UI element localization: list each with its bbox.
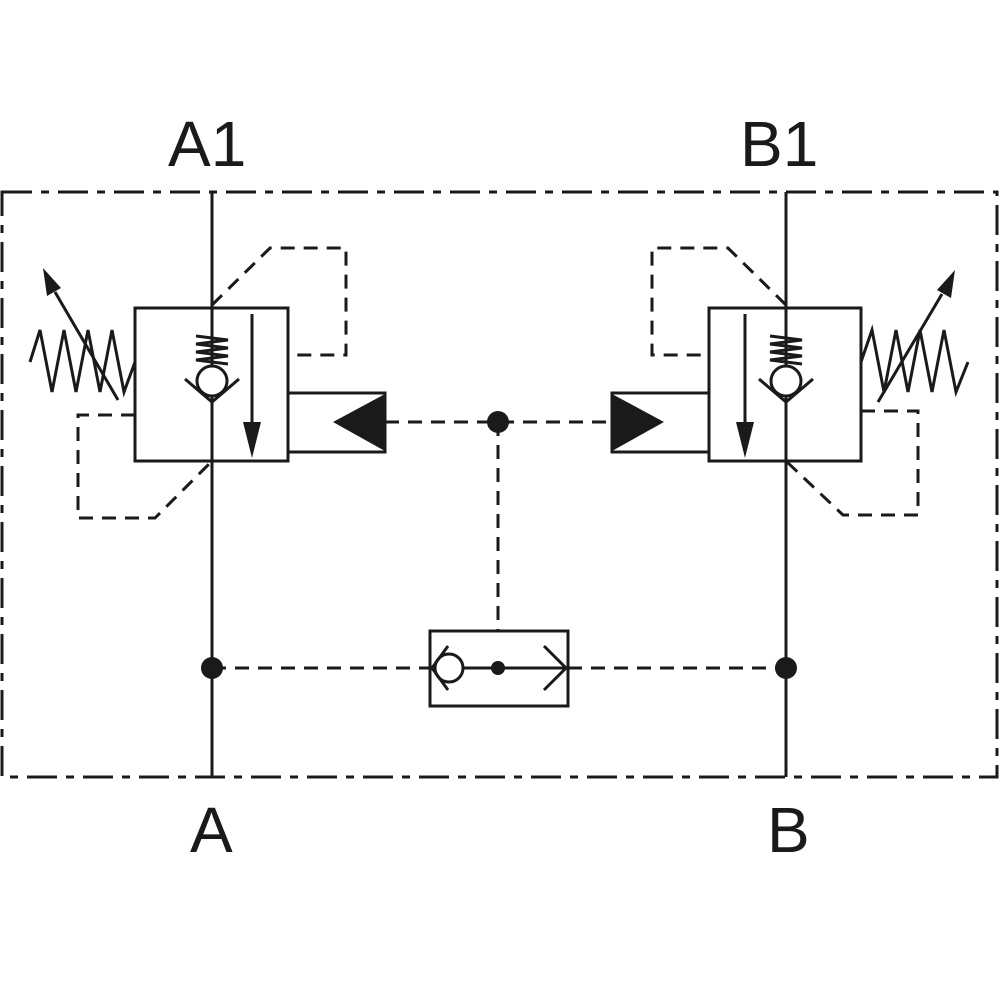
adjustable-spring-right	[859, 324, 970, 398]
flow-arrow-left	[243, 422, 261, 458]
check-seat-left	[184, 377, 240, 404]
junction-line-a	[201, 657, 223, 679]
adjust-arrow-right	[937, 270, 955, 298]
valve-enclosure	[0, 190, 999, 779]
shuttle-seat-left	[430, 645, 450, 691]
junction-shuttle-center	[491, 661, 505, 675]
port-label-a: A	[190, 794, 233, 866]
pilot-triangle-right	[612, 394, 664, 451]
counterbalance-valve-right	[610, 246, 970, 517]
port-label-a1: A1	[168, 108, 246, 180]
adjustable-spring-left	[28, 329, 137, 398]
shuttle-ball	[433, 652, 465, 684]
check-ball-left	[195, 364, 229, 398]
flow-arrow-right	[736, 422, 754, 458]
check-spring-left	[195, 334, 229, 366]
shuttle-seat-right	[542, 644, 569, 692]
pilot-triangle-left	[333, 394, 385, 451]
pilot-lines	[212, 420, 786, 670]
check-seat-right	[758, 377, 814, 404]
check-ball-right	[769, 364, 803, 398]
junction-pilot-top	[487, 411, 509, 433]
counterbalance-valve-left	[28, 246, 387, 520]
junction-line-b	[775, 657, 797, 679]
port-label-b1: B1	[740, 108, 818, 180]
check-spring-right	[769, 334, 803, 366]
adjust-arrow-left	[43, 268, 61, 296]
port-label-b: B	[767, 794, 810, 866]
